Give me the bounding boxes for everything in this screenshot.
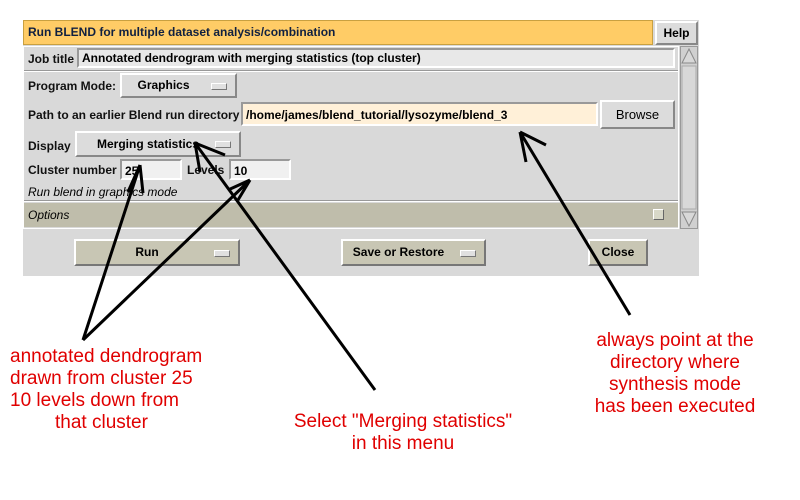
display-menu[interactable]: Merging statistics [75, 131, 241, 157]
browse-button[interactable]: Browse [600, 100, 675, 129]
run-button[interactable]: Run [74, 239, 240, 266]
note-line: synthesis mode [608, 374, 741, 395]
arrow-to-path [518, 130, 632, 316]
info-text: Run blend in graphics mode [28, 185, 178, 199]
job-title-input[interactable]: Annotated dendrogram with merging statis… [77, 48, 675, 68]
annotation-right: always point at the directory where synt… [570, 330, 780, 418]
note-line: drawn from cluster 25 [10, 368, 193, 389]
note-line: Select "Merging statistics" [293, 411, 513, 432]
options-checkbox[interactable] [653, 209, 664, 220]
arrow-to-display-menu [193, 141, 377, 391]
arrow-to-cluster [81, 164, 145, 341]
vertical-scrollbar[interactable] [680, 46, 698, 229]
cluster-number-label: Cluster number [28, 163, 117, 177]
path-input[interactable]: /home/james/blend_tutorial/lysozyme/blen… [241, 102, 598, 126]
menu-indicator-icon [211, 82, 227, 90]
job-title-label: Job title [28, 52, 75, 66]
scroll-arrows-icon [681, 47, 697, 228]
note-line: always point at the [596, 330, 754, 351]
arrow-to-levels [81, 178, 252, 342]
program-mode-label: Program Mode: [28, 79, 117, 93]
levels-label: Levels [187, 163, 225, 177]
program-mode-value: Graphics [137, 78, 190, 92]
program-mode-menu[interactable]: Graphics [120, 73, 237, 98]
annotation-left: annotated dendrogram drawn from cluster … [10, 346, 202, 434]
menu-indicator-icon [215, 141, 231, 148]
divider [24, 70, 678, 72]
divider [24, 200, 678, 202]
menu-indicator-icon [460, 249, 476, 257]
note-line: in this menu [351, 433, 455, 454]
menu-indicator-icon [214, 249, 230, 257]
run-label: Run [135, 245, 159, 259]
help-button[interactable]: Help [655, 21, 698, 45]
note-line: annotated dendrogram [10, 346, 203, 367]
note-line: that cluster [55, 412, 148, 433]
display-label: Display [28, 139, 71, 153]
path-label: Path to an earlier Blend run directory [28, 108, 240, 122]
levels-input[interactable]: 10 [229, 159, 291, 180]
note-line: 10 levels down from [10, 390, 179, 411]
note-line: directory where [610, 352, 740, 373]
options-label: Options [28, 208, 70, 222]
save-restore-label: Save or Restore [352, 245, 445, 259]
note-line: has been executed [594, 396, 756, 417]
annotation-middle: Select "Merging statistics" in this menu [268, 411, 538, 455]
window-title: Run BLEND for multiple dataset analysis/… [23, 20, 653, 45]
display-value: Merging statistics [96, 137, 200, 151]
save-restore-button[interactable]: Save or Restore [341, 239, 486, 266]
